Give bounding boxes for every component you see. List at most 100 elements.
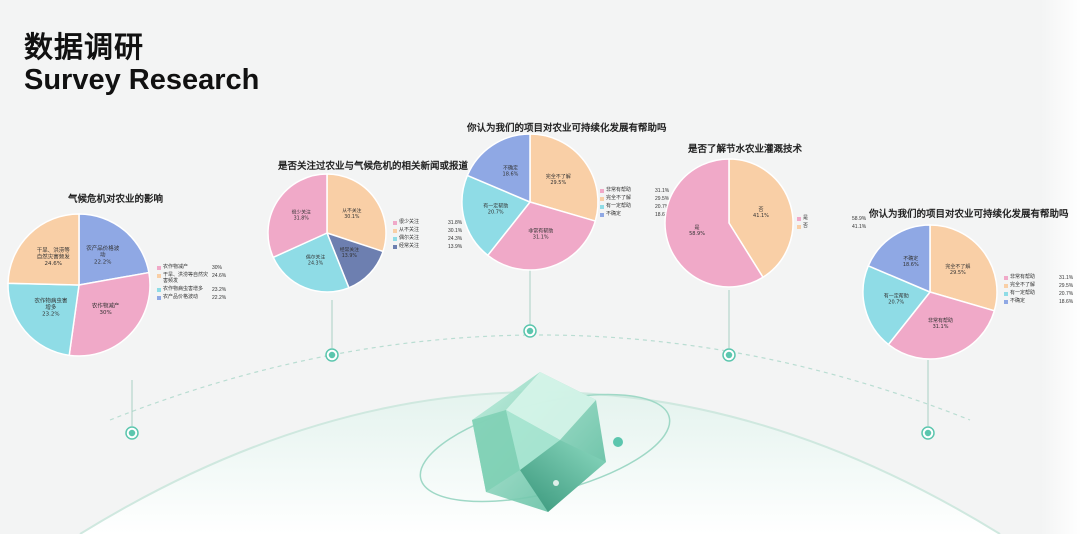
chart-3-legend-value-4: 18.6% bbox=[655, 212, 670, 218]
chart-1-legend-label-3: 农作物病虫害增多 bbox=[163, 285, 204, 292]
chart-2-legend-swatch-3 bbox=[393, 237, 397, 241]
chart-4-title: 是否了解节水农业灌溉技术 bbox=[688, 144, 803, 155]
chart-5-legend-swatch-1 bbox=[1004, 276, 1008, 280]
chart-5-slice-2 bbox=[887, 291, 996, 360]
chart-4-slice-2 bbox=[664, 158, 764, 288]
chart-2-legend-item-1: 很少关注 31.8% bbox=[393, 219, 463, 226]
chart-1-legend-label-1: 农作物减产 bbox=[163, 264, 189, 270]
chart-3-legend-swatch-3 bbox=[600, 205, 604, 209]
chart-5-legend-swatch-4 bbox=[1004, 300, 1008, 304]
chart-5-legend-swatch-2 bbox=[1004, 284, 1008, 288]
right-edge-fade bbox=[1040, 0, 1080, 534]
chart-4-legend-item-1: 是 58.9% bbox=[797, 215, 867, 222]
chart-2-legend-swatch-1 bbox=[393, 221, 397, 225]
chart-2-legend-label-2: 从不关注 bbox=[399, 227, 420, 233]
chart-3-legend-swatch-4 bbox=[600, 213, 604, 217]
chart-2-legend-label-4: 经常关注 bbox=[399, 243, 420, 249]
chart-5-legend-value-3: 20.7% bbox=[1059, 291, 1074, 297]
dashed-arc bbox=[109, 334, 971, 421]
chart-3-title: 你认为我们的项目对农业可持续化发展有帮助吗 bbox=[467, 123, 667, 134]
chart-3-legend-item-4: 不确定 18.6% bbox=[600, 211, 670, 218]
chart-3-legend-label-1: 非常有帮助 bbox=[606, 187, 632, 193]
chart-4-legend-swatch-2 bbox=[797, 225, 801, 229]
chart-3-slice-4 bbox=[466, 133, 531, 204]
chart-1-title: 气候危机对农业的影响 bbox=[68, 194, 164, 205]
chart-2-slice-2 bbox=[325, 231, 384, 289]
chart-3-slice-1 bbox=[529, 133, 599, 223]
chart-3-legend-value-1: 31.1% bbox=[655, 188, 670, 194]
chart-1-slice-1 bbox=[78, 213, 150, 286]
crystal bbox=[472, 372, 606, 512]
chart-3-legend-label-4: 不确定 bbox=[606, 211, 622, 217]
chart-2-legend-swatch-2 bbox=[393, 229, 397, 233]
chart-5-legend-value-4: 18.6% bbox=[1059, 299, 1074, 305]
chart-3-legend-item-1: 非常有帮助 31.1% bbox=[600, 187, 670, 194]
chart-1-legend-value-4: 22.2% bbox=[212, 294, 227, 301]
chart-1-legend-swatch-2 bbox=[157, 274, 161, 278]
chart-3-legend-value-3: 20.7% bbox=[655, 204, 670, 210]
chart-2-legend-item-4: 经常关注 13.9% bbox=[393, 243, 463, 250]
chart-3-legend-item-2: 完全不了解 29.5% bbox=[600, 195, 670, 202]
chart-5-title: 你认为我们的项目对农业可持续化发展有帮助吗 bbox=[869, 209, 1069, 220]
chart-5-legend-value-2: 29.5% bbox=[1059, 283, 1074, 289]
chart-5-legend-label-3: 有一定帮助 bbox=[1010, 290, 1036, 296]
chart-3-legend-label-2: 完全不了解 bbox=[606, 195, 632, 201]
chart-2-legend-value-1: 31.8% bbox=[448, 220, 463, 226]
chart-1-slice-2 bbox=[68, 271, 151, 357]
chart-3-legend-swatch-1 bbox=[600, 189, 604, 193]
chart-4-legend-label-2: 否 bbox=[803, 223, 809, 229]
chart-2-legend-value-2: 30.1% bbox=[448, 228, 463, 234]
chart-3-legend-value-2: 29.5% bbox=[655, 196, 670, 202]
chart-1-legend-label-4: 农产品价格波动 bbox=[163, 293, 199, 300]
chart-5-legend-value-1: 31.1% bbox=[1059, 275, 1074, 281]
chart-1-legend-item-1: 农作物减产 30% bbox=[157, 264, 226, 271]
chart-2-title: 是否关注过农业与气候危机的相关新闻或报道 bbox=[278, 161, 469, 172]
chart-2-legend-label-3: 偶尔关注 bbox=[399, 235, 420, 241]
orbit-dot bbox=[613, 437, 623, 447]
chart-1-slice-3 bbox=[7, 282, 80, 357]
chart-5-legend-swatch-3 bbox=[1004, 292, 1008, 296]
chart-1-legend-item-3: 农作物病虫害增多 23.2% bbox=[157, 285, 227, 293]
chart-5-legend-item-1: 非常有帮助 31.1% bbox=[1004, 274, 1074, 281]
chart-3-legend-swatch-2 bbox=[600, 197, 604, 201]
chart-1-legend-label-2: 干旱、洪涝等自然灾害频发 bbox=[163, 272, 209, 284]
page-title-en: Survey Research bbox=[24, 64, 260, 96]
chart-2-legend-value-4: 13.9% bbox=[448, 244, 463, 250]
chart-5-legend-label-2: 完全不了解 bbox=[1010, 282, 1036, 288]
chart-5-legend-label-1: 非常有帮助 bbox=[1010, 274, 1036, 280]
chart-2-legend-label-1: 很少关注 bbox=[399, 219, 420, 225]
chart-1-legend-value-1: 30% bbox=[212, 265, 223, 271]
chart-4-legend-label-1: 是 bbox=[803, 215, 809, 221]
chart-1-legend-value-3: 23.2% bbox=[212, 286, 227, 293]
connector-pins bbox=[125, 324, 935, 440]
chart-5-legend-item-2: 完全不了解 29.5% bbox=[1004, 282, 1074, 289]
chart-4-legend-value-1: 58.9% bbox=[852, 216, 867, 222]
